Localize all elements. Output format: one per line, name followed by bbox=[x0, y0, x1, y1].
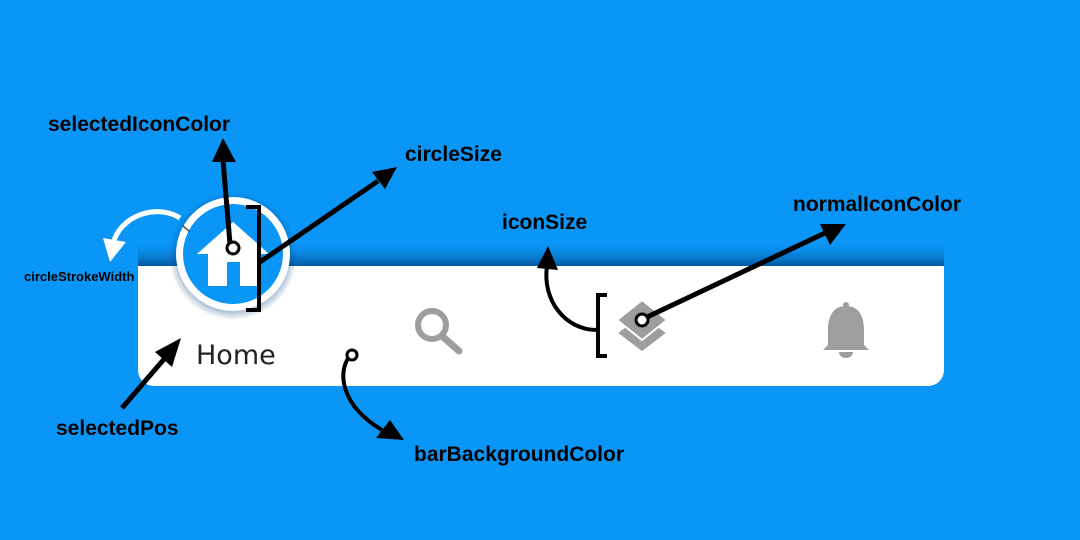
layers-icon[interactable] bbox=[615, 298, 669, 355]
label-bar-background-color: barBackgroundColor bbox=[414, 443, 625, 466]
annotation-selected-icon-color bbox=[212, 138, 241, 256]
label-normal-icon-color: normalIconColor bbox=[793, 193, 962, 216]
annotation-circle-size-bracket bbox=[246, 167, 397, 312]
annotation-bar-background-color bbox=[341, 348, 404, 440]
bell-icon[interactable] bbox=[823, 302, 869, 358]
annotation-normal-icon-color bbox=[634, 224, 846, 328]
bottom-bar bbox=[138, 266, 944, 386]
label-selected-pos: selectedPos bbox=[56, 417, 179, 440]
annotation-icon-size bbox=[537, 246, 607, 358]
search-icon[interactable] bbox=[415, 308, 463, 355]
label-circle-size: circleSize bbox=[405, 143, 502, 166]
selected-label: Home bbox=[196, 340, 276, 371]
annotation-selected-pos bbox=[120, 338, 181, 410]
label-circle-stroke-width: circleStrokeWidth bbox=[24, 269, 135, 284]
label-selected-icon-color: selectedIconColor bbox=[48, 113, 231, 136]
annotation-circle-stroke-width bbox=[103, 209, 191, 262]
label-icon-size: iconSize bbox=[502, 211, 588, 234]
